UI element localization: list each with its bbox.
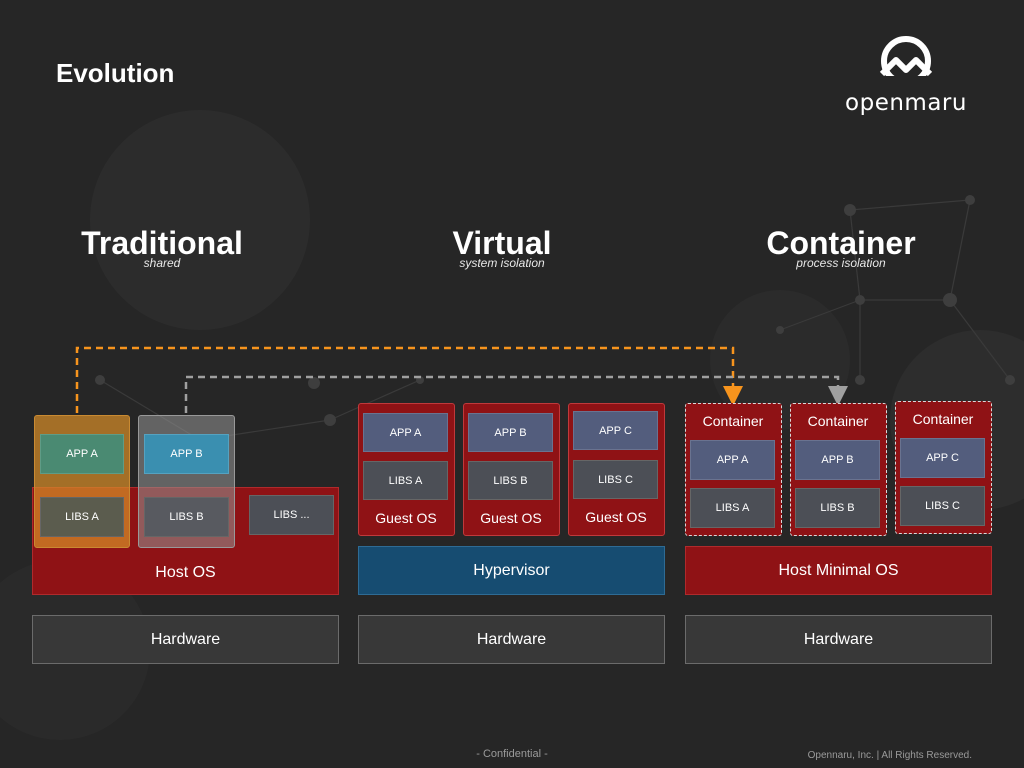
traditional-hardware: Hardware [32, 615, 339, 664]
virtual-libs-c: LIBS C [573, 460, 658, 499]
traditional-libs-a: LIBS A [40, 497, 124, 537]
container-host-minimal-os: Host Minimal OS [685, 546, 992, 595]
container-heading: Container process isolation [721, 226, 961, 270]
virtual-guest-os-a: Guest OS [375, 510, 437, 526]
container-b-label: Container [807, 413, 869, 429]
footer-copyright: Opennaru, Inc. | All Rights Reserved. [807, 750, 972, 761]
company-logo: openmaru [836, 36, 976, 126]
traditional-app-b: APP B [144, 434, 229, 474]
virtual-vm-a: APP A LIBS A Guest OS [358, 403, 455, 536]
container-b: Container APP B LIBS B [790, 403, 887, 536]
container-c: Container APP C LIBS C [895, 401, 992, 534]
virtual-guest-os-b: Guest OS [480, 510, 542, 526]
virtual-heading: Virtual system isolation [382, 226, 622, 270]
traditional-heading: Traditional shared [42, 226, 282, 270]
virtual-hypervisor: Hypervisor [358, 546, 665, 595]
virtual-app-a: APP A [363, 413, 448, 452]
container-c-label: Container [912, 411, 974, 427]
virtual-title: Virtual [452, 225, 552, 261]
virtual-vm-c: APP C LIBS C Guest OS [568, 403, 665, 536]
container-libs-c: LIBS C [900, 486, 985, 526]
footer-confidential: - Confidential - [476, 748, 548, 760]
container-app-b: APP B [795, 440, 880, 480]
openmaru-mountain-logo-icon [876, 36, 936, 86]
virtual-app-b: APP B [468, 413, 553, 452]
virtual-vm-b: APP B LIBS B Guest OS [463, 403, 560, 536]
virtual-subtitle: system isolation [459, 256, 545, 270]
container-libs-b: LIBS B [795, 488, 880, 528]
traditional-title: Traditional [81, 225, 243, 261]
virtual-hardware: Hardware [358, 615, 665, 664]
container-hardware: Hardware [685, 615, 992, 664]
virtual-libs-b: LIBS B [468, 461, 553, 500]
container-subtitle: process isolation [796, 256, 886, 270]
logo-text: openmaru [845, 90, 967, 116]
container-a: Container APP A LIBS A [685, 403, 782, 536]
container-libs-a: LIBS A [690, 488, 775, 528]
container-app-c: APP C [900, 438, 985, 478]
traditional-app-a: APP A [40, 434, 124, 474]
virtual-app-c: APP C [573, 411, 658, 450]
virtual-libs-a: LIBS A [363, 461, 448, 500]
traditional-libs-b: LIBS B [144, 497, 229, 537]
container-app-a: APP A [690, 440, 775, 480]
app-b-migration-arrow [184, 375, 848, 413]
app-a-migration-arrow [75, 346, 743, 413]
slide-title: Evolution [56, 58, 175, 88]
container-a-label: Container [702, 413, 764, 429]
traditional-host-os-label: Host OS [155, 564, 216, 581]
virtual-guest-os-c: Guest OS [585, 509, 647, 525]
container-title: Container [766, 225, 916, 261]
traditional-libs-more: LIBS ... [249, 495, 334, 535]
traditional-subtitle: shared [143, 256, 181, 270]
